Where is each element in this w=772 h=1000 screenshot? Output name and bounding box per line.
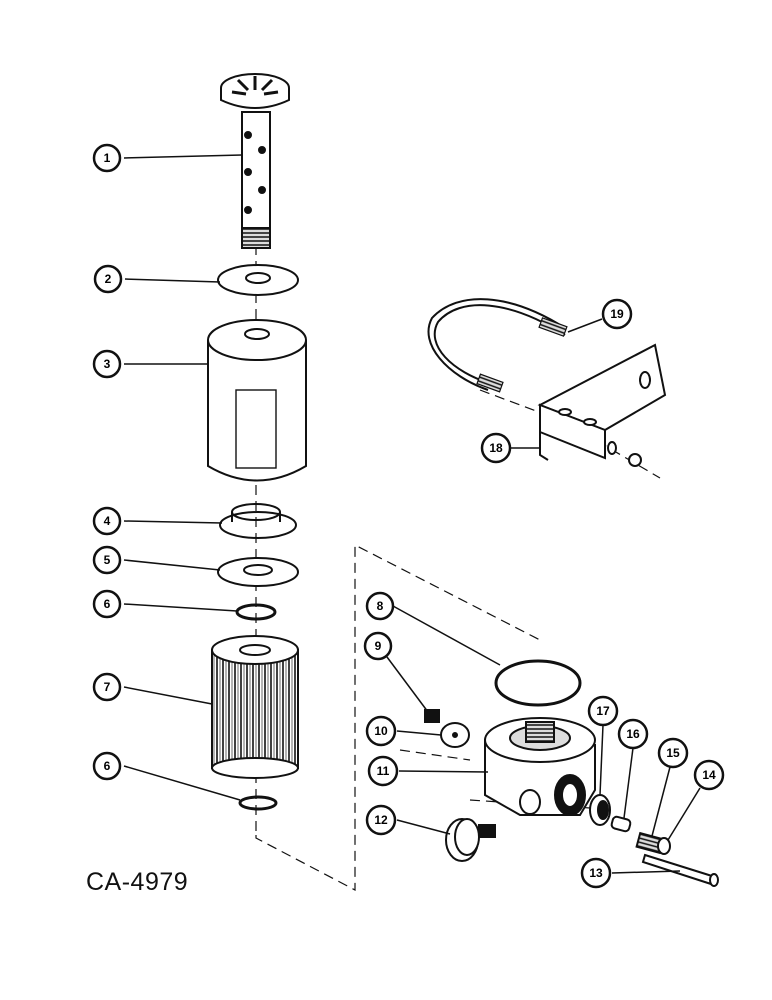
filter-base-part	[484, 717, 596, 816]
cap-part	[657, 837, 671, 855]
callout-label-4: 4	[104, 514, 111, 528]
callout-13: 13	[580, 857, 681, 889]
callout-label-14: 14	[702, 768, 716, 782]
callout-18: 18	[480, 432, 540, 464]
callout-label-16: 16	[626, 727, 640, 741]
callout-label-9: 9	[375, 639, 382, 653]
small-plug-part	[424, 709, 440, 723]
callout-label-1: 1	[104, 151, 111, 165]
callout-12: 12	[365, 804, 451, 836]
callout-label-18: 18	[489, 441, 503, 455]
callout-16: 16	[617, 718, 649, 819]
figure-id-label: CA-4979	[86, 868, 189, 896]
large-o-ring-part	[494, 659, 582, 707]
callout-10: 10	[365, 715, 442, 747]
callout-7: 7	[92, 672, 213, 705]
u-bolt-part	[427, 298, 568, 393]
callout-19: 19	[567, 298, 633, 333]
callout-label-15: 15	[666, 746, 680, 760]
callout-label-12: 12	[374, 813, 388, 827]
washer-part-2	[217, 557, 299, 587]
seal-ring-part	[219, 503, 297, 539]
callout-label-11: 11	[377, 764, 390, 778]
callout-4: 4	[92, 506, 223, 536]
callout-label-6-upper: 6	[104, 597, 111, 611]
callout-6-upper: 6	[92, 589, 238, 619]
callout-label-13: 13	[589, 866, 603, 880]
filter-element-part	[211, 635, 299, 779]
callout-2: 2	[93, 264, 221, 294]
filter-housing-part	[207, 319, 307, 482]
callout-label-19: 19	[610, 307, 624, 321]
center-tube-part	[220, 73, 290, 249]
washer-part	[217, 264, 299, 296]
disc-part	[440, 722, 470, 748]
callout-14: 14	[667, 759, 725, 841]
o-ring-lower-part	[238, 795, 278, 811]
callout-6-lower: 6	[92, 751, 241, 801]
callout-8: 8	[365, 591, 501, 666]
flange-disc-part	[589, 794, 611, 826]
callout-3: 3	[92, 349, 208, 379]
callout-1: 1	[92, 143, 243, 173]
callout-17: 17	[587, 695, 619, 796]
callout-label-17: 17	[596, 704, 610, 718]
callout-15: 15	[651, 737, 689, 837]
callout-label-5: 5	[104, 553, 111, 567]
pin-bolt-part	[641, 853, 719, 887]
callout-label-2: 2	[105, 272, 112, 286]
callout-label-3: 3	[104, 357, 111, 371]
callout-11: 11	[367, 755, 489, 787]
callout-label-10: 10	[374, 724, 388, 738]
callout-label-8: 8	[377, 599, 384, 613]
callout-label-7: 7	[104, 680, 111, 694]
o-ring-upper-part	[235, 603, 277, 621]
mounting-bracket-part	[537, 343, 667, 467]
knob-part	[445, 818, 496, 862]
callout-9: 9	[363, 631, 429, 713]
callouts: 1 2 3 4 5 6 6	[92, 143, 725, 889]
callout-5: 5	[92, 545, 221, 575]
callout-label-6-lower: 6	[104, 759, 111, 773]
sleeve-part	[610, 815, 632, 833]
